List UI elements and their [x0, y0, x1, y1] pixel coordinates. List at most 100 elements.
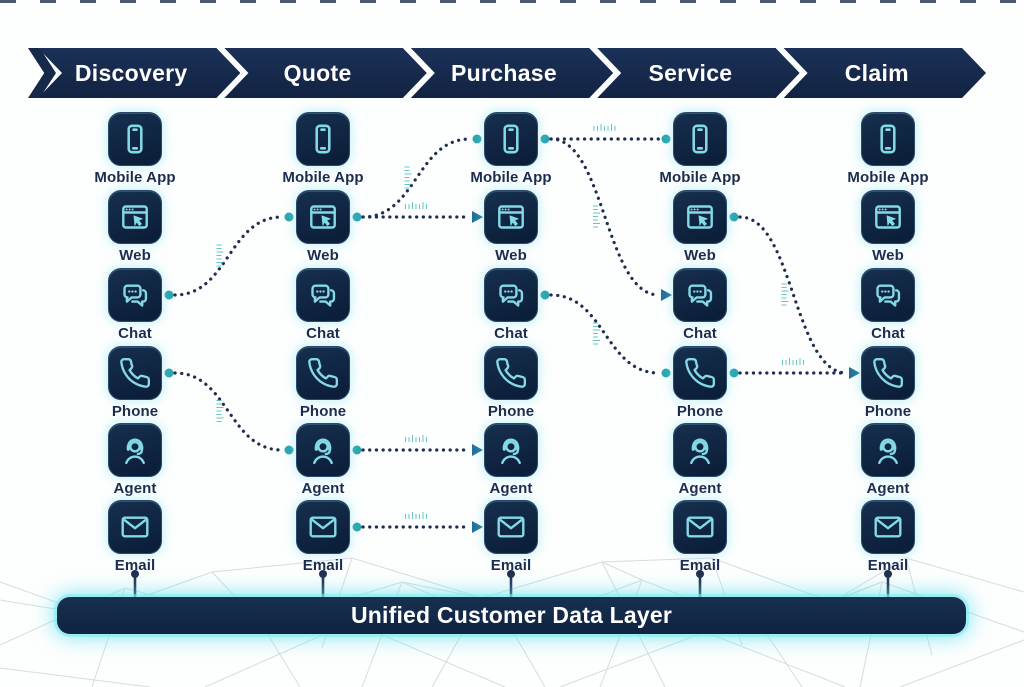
data-layer-connector-dot [131, 570, 139, 578]
channel-tile-service-mobile-app [673, 112, 727, 166]
stage-label: Claim [844, 59, 909, 86]
channel-tile-service-agent [673, 423, 727, 477]
node-dot [729, 368, 739, 378]
smartphone-icon [870, 121, 906, 157]
stage-arrow-claim: Claim [784, 48, 986, 98]
signal-marks-icon: ıılıılı [404, 202, 429, 212]
channel-tile-claim-web [861, 190, 915, 244]
channel-tile-service-email [673, 500, 727, 554]
stage-arrow-discovery: Discovery [38, 48, 240, 98]
channel-tile-purchase-web [484, 190, 538, 244]
envelope-icon [870, 509, 906, 545]
channel-label: Mobile App [94, 169, 176, 186]
channel-tile-discovery-phone [108, 346, 162, 400]
arrowhead-icon [472, 444, 483, 456]
node-dot [164, 290, 174, 300]
channel-label: Web [307, 247, 339, 264]
connection-path [549, 137, 661, 297]
arrowhead-icon [849, 367, 860, 379]
signal-marks-icon: ıılıılı [214, 244, 224, 269]
channel-label: Phone [676, 403, 724, 420]
signal-marks-icon: ıılıılı [404, 512, 429, 522]
stage-label: Service [648, 59, 733, 86]
channel-label: Email [490, 557, 532, 574]
chat-bubbles-icon [493, 277, 529, 313]
arrowhead-icon [472, 211, 483, 223]
chat-bubbles-icon [870, 277, 906, 313]
stage-label: Discovery [74, 59, 188, 86]
node-dot [729, 212, 739, 222]
phone-handset-icon [682, 355, 718, 391]
channel-tile-purchase-phone [484, 346, 538, 400]
browser-cursor-icon [870, 199, 906, 235]
node-dot [661, 368, 671, 378]
node-dot [284, 445, 294, 455]
node-dot [352, 522, 362, 532]
support-agent-icon [870, 432, 906, 468]
chat-bubbles-icon [117, 277, 153, 313]
node-dot [352, 445, 362, 455]
channel-label: Agent [489, 480, 533, 497]
signal-marks-icon: ıılıılı [590, 205, 600, 230]
stage-arrow-quote: Quote [224, 48, 426, 98]
channel-tile-purchase-chat [484, 268, 538, 322]
browser-cursor-icon [117, 199, 153, 235]
channel-label: Agent [301, 480, 345, 497]
channel-label: Phone [864, 403, 912, 420]
node-dot [472, 134, 482, 144]
channel-tile-discovery-chat [108, 268, 162, 322]
channel-label: Chat [683, 325, 717, 342]
channel-label: Chat [306, 325, 340, 342]
node-dot [164, 368, 174, 378]
channel-label: Email [867, 557, 909, 574]
phone-handset-icon [870, 355, 906, 391]
channel-label: Web [119, 247, 151, 264]
support-agent-icon [117, 432, 153, 468]
arrowhead-icon [661, 289, 672, 301]
signal-marks-icon: ıılıılı [404, 435, 429, 445]
signal-marks-icon: ıılıılı [402, 166, 412, 191]
channel-label: Phone [111, 403, 159, 420]
arrowhead-icon [472, 521, 483, 533]
channel-tile-purchase-email [484, 500, 538, 554]
channel-tile-quote-phone [296, 346, 350, 400]
connection-path [549, 293, 661, 375]
connection-path [738, 215, 849, 375]
smartphone-icon [305, 121, 341, 157]
channel-tile-discovery-email [108, 500, 162, 554]
signal-marks-icon: ıılıılı [781, 358, 806, 368]
smartphone-icon [493, 121, 529, 157]
channel-tile-discovery-web [108, 190, 162, 244]
channel-label: Mobile App [470, 169, 552, 186]
channel-label: Phone [299, 403, 347, 420]
envelope-icon [117, 509, 153, 545]
envelope-icon [682, 509, 718, 545]
data-layer-connector-dot [507, 570, 515, 578]
channel-label: Email [679, 557, 721, 574]
phone-handset-icon [117, 355, 153, 391]
channel-label: Mobile App [282, 169, 364, 186]
unified-data-layer-label: Unified Customer Data Layer [350, 602, 673, 628]
unified-data-layer-bar: Unified Customer Data Layer [57, 597, 966, 634]
smartphone-icon [682, 121, 718, 157]
channel-tile-quote-agent [296, 423, 350, 477]
node-dot [352, 212, 362, 222]
channel-tile-discovery-mobile-app [108, 112, 162, 166]
support-agent-icon [682, 432, 718, 468]
channel-tile-claim-email [861, 500, 915, 554]
signal-marks-icon: ıılıılı [779, 283, 789, 308]
channel-tile-quote-chat [296, 268, 350, 322]
phone-handset-icon [493, 355, 529, 391]
chat-bubbles-icon [305, 277, 341, 313]
channel-label: Mobile App [659, 169, 741, 186]
channel-tile-purchase-agent [484, 423, 538, 477]
stage-arrow-purchase: Purchase [411, 48, 613, 98]
channel-label: Web [684, 247, 716, 264]
support-agent-icon [493, 432, 529, 468]
chat-bubbles-icon [682, 277, 718, 313]
stage-arrow-service: Service [597, 48, 799, 98]
top-dashed-border [0, 0, 1024, 3]
channel-label: Web [872, 247, 904, 264]
